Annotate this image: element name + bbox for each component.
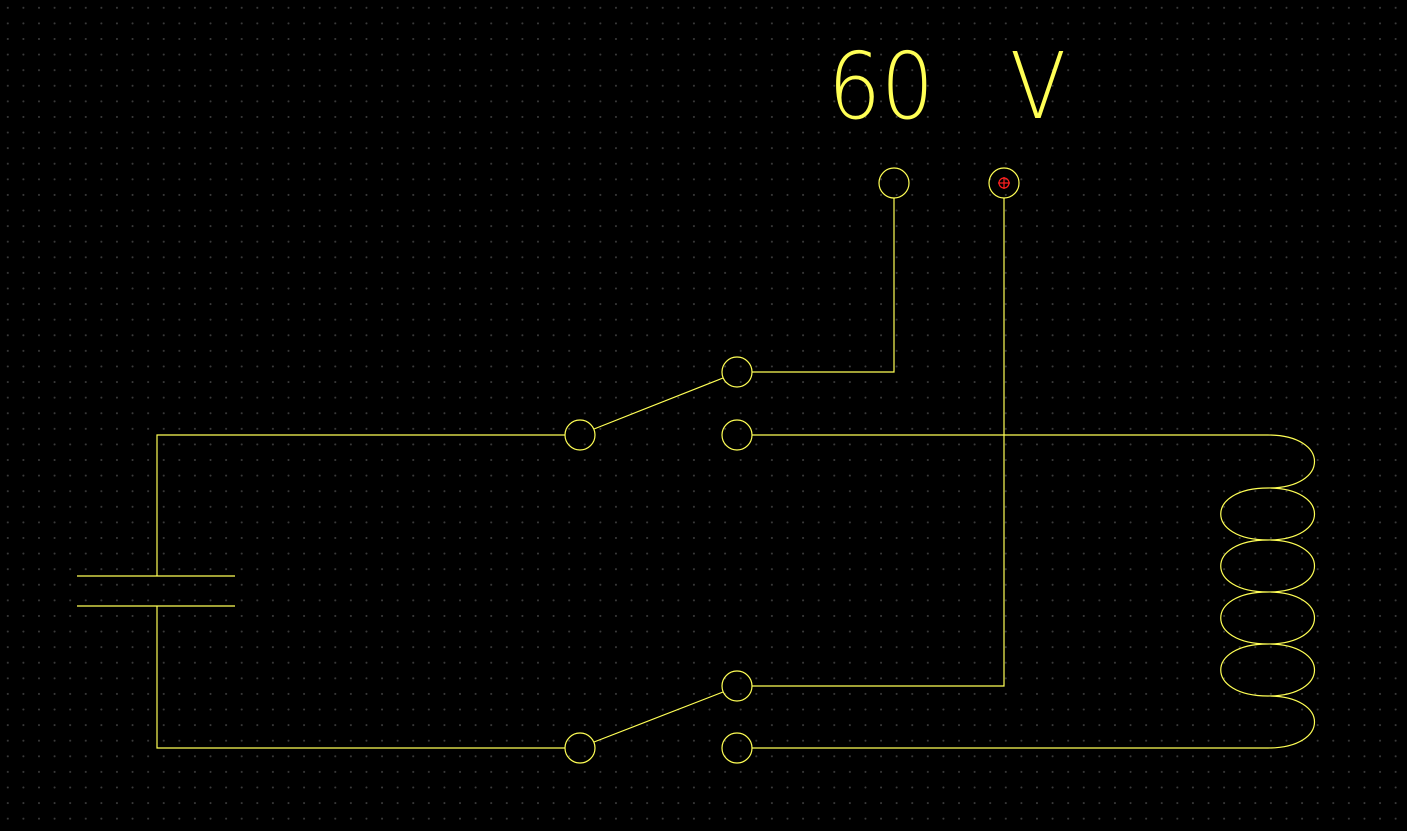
wire-upper-switch-to-capacitor (156, 434, 565, 576)
inductor-coil[interactable] (1220, 434, 1316, 749)
wire-lower-switch-to-capacitor (156, 606, 565, 749)
output-terminal-left[interactable] (878, 167, 910, 199)
lower-switch-blade[interactable] (593, 691, 724, 743)
voltage-unit-label: V (1010, 33, 1066, 140)
upper-switch-blade[interactable] (593, 377, 724, 430)
lower-switch-right-contact[interactable] (721, 732, 753, 764)
wire-terminal-right-to-lower-switch (752, 198, 1005, 687)
upper-switch-right-contact[interactable] (721, 419, 753, 451)
crosshair-icon (998, 177, 1010, 189)
upper-switch-left-contact[interactable] (564, 419, 596, 451)
lower-switch-left-contact[interactable] (564, 732, 596, 764)
wire-terminal-left-to-upper-switch (752, 198, 895, 373)
voltage-value-label: 60 (828, 33, 934, 140)
upper-switch-common-contact[interactable] (721, 356, 753, 388)
lower-switch-common-contact[interactable] (721, 670, 753, 702)
